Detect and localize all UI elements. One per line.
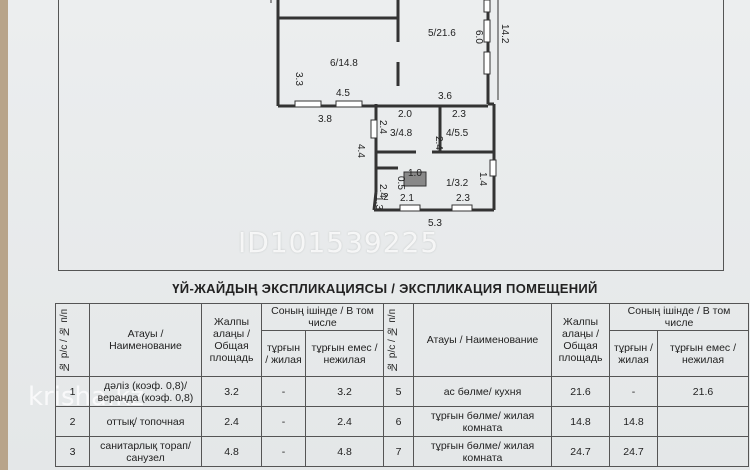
room-5-label: 5/21.6: [428, 28, 456, 39]
cell-name: тұрғын бөлме/ жилая комната: [413, 436, 553, 467]
cell-total: 4.8: [201, 436, 262, 467]
header-num: № р/с / № п/п: [55, 303, 90, 377]
dim-label: 6.0: [473, 30, 484, 44]
cell-living: -: [261, 436, 306, 467]
header-living: тұрғын / жилая: [609, 330, 659, 377]
header-total: Жалпы алаңы / Общая площадь: [551, 303, 611, 377]
header-incl: Соның ішінде / В том числе: [609, 303, 750, 331]
floor-plan: 6/14.8 5/21.6 3/4.8 4/5.5 1/3.2 3.3 4.5 …: [270, 0, 510, 229]
cell-living: 14.8: [609, 406, 659, 437]
header-total: Жалпы алаңы / Общая площадь: [201, 303, 262, 377]
header-living: тұрғын / жилая: [261, 330, 306, 377]
room-4-label: 4/5.5: [446, 128, 469, 139]
header-name: Атауы / Наименование: [413, 303, 553, 377]
cell-nonliving: [657, 436, 750, 467]
room-3-label: 3/4.8: [390, 128, 413, 139]
floor-plan-frame: [58, 0, 724, 271]
dim-label: 2.3: [452, 109, 466, 120]
dim-label: 2.3: [456, 193, 470, 204]
header-incl: Соның ішінде / В том числе: [260, 303, 385, 331]
cell-num: 7: [383, 436, 415, 467]
cell-total: 2.4: [201, 406, 262, 437]
dim-label: 4.4: [355, 144, 366, 158]
cell-num: 6: [383, 406, 415, 437]
table-row: 3 санитарлық торап/ санузел 4.8 - 4.8 7 …: [55, 436, 750, 467]
dim-label: 2.4: [377, 120, 388, 134]
cell-num: 5: [383, 376, 415, 407]
header-name: Атауы / Наименование: [89, 303, 202, 377]
dim-label: 1.0: [408, 168, 422, 179]
cell-living: -: [261, 376, 306, 407]
cell-num: 2: [55, 406, 90, 437]
cell-name: санитарлық торап/ санузел: [89, 436, 202, 467]
cell-total: 24.7: [551, 436, 611, 467]
dim-label: 2.1: [400, 193, 414, 204]
table-row: 2 оттық/ топочная 2.4 - 2.4 6 тұрғын бөл…: [55, 406, 750, 437]
cell-living: -: [261, 406, 306, 437]
cell-nonliving: 2.4: [304, 406, 385, 437]
dim-label: 4.5: [336, 88, 350, 99]
cell-nonliving: 3.2: [304, 376, 385, 407]
dim-label: 1.3: [373, 196, 384, 210]
room-2-label: 2: [383, 192, 389, 203]
cell-living: 24.7: [609, 436, 659, 467]
table-row: 1 дәліз (коэф. 0,8)/ веранда (коэф. 0,8)…: [55, 376, 750, 407]
dim-label: 2.0: [398, 109, 412, 120]
cell-nonliving: 21.6: [657, 376, 750, 407]
dim-label: 3.3: [293, 72, 304, 86]
cell-num: 1: [55, 376, 90, 407]
dim-label: 2.4: [377, 184, 388, 198]
table-title: ҮЙ-ЖАЙДЫҢ ЭКСПЛИКАЦИЯСЫ / ЭКСПЛИКАЦИЯ ПО…: [172, 281, 598, 296]
room-6-label: 6/14.8: [330, 58, 358, 69]
explication-table: № р/с / № п/п Атауы / Наименование Жалпы…: [55, 303, 750, 467]
dim-label: 5.3: [428, 218, 442, 229]
header-num: № р/с / № п/п: [383, 303, 415, 377]
watermark-id: ID101539225: [238, 226, 440, 259]
dim-label: 3.8: [318, 114, 332, 125]
cell-nonliving: 4.8: [304, 436, 385, 467]
cell-total: 14.8: [551, 406, 611, 437]
cell-name: тұрғын бөлме/ жилая комната: [413, 406, 553, 437]
dim-label: 14.2: [499, 24, 510, 44]
cell-name: оттық/ топочная: [89, 406, 202, 437]
header-nonliving: тұрғын емес / нежилая: [304, 330, 385, 377]
dim-label: 1.4: [477, 172, 488, 186]
cell-total: 21.6: [551, 376, 611, 407]
cell-name: ас бөлме/ кухня: [413, 376, 553, 407]
cell-total: 3.2: [201, 376, 262, 407]
cell-num: 3: [55, 436, 90, 467]
cell-name: дәліз (коэф. 0,8)/ веранда (коэф. 0,8): [89, 376, 202, 407]
dim-label: 0.5: [395, 176, 406, 190]
header-nonliving: тұрғын емес / нежилая: [657, 330, 750, 377]
room-1-label: 1/3.2: [446, 178, 469, 189]
cell-nonliving: [657, 406, 750, 437]
dim-label: 3.6: [438, 91, 452, 102]
dim-label: 2.4: [433, 136, 444, 150]
cell-living: -: [609, 376, 659, 407]
